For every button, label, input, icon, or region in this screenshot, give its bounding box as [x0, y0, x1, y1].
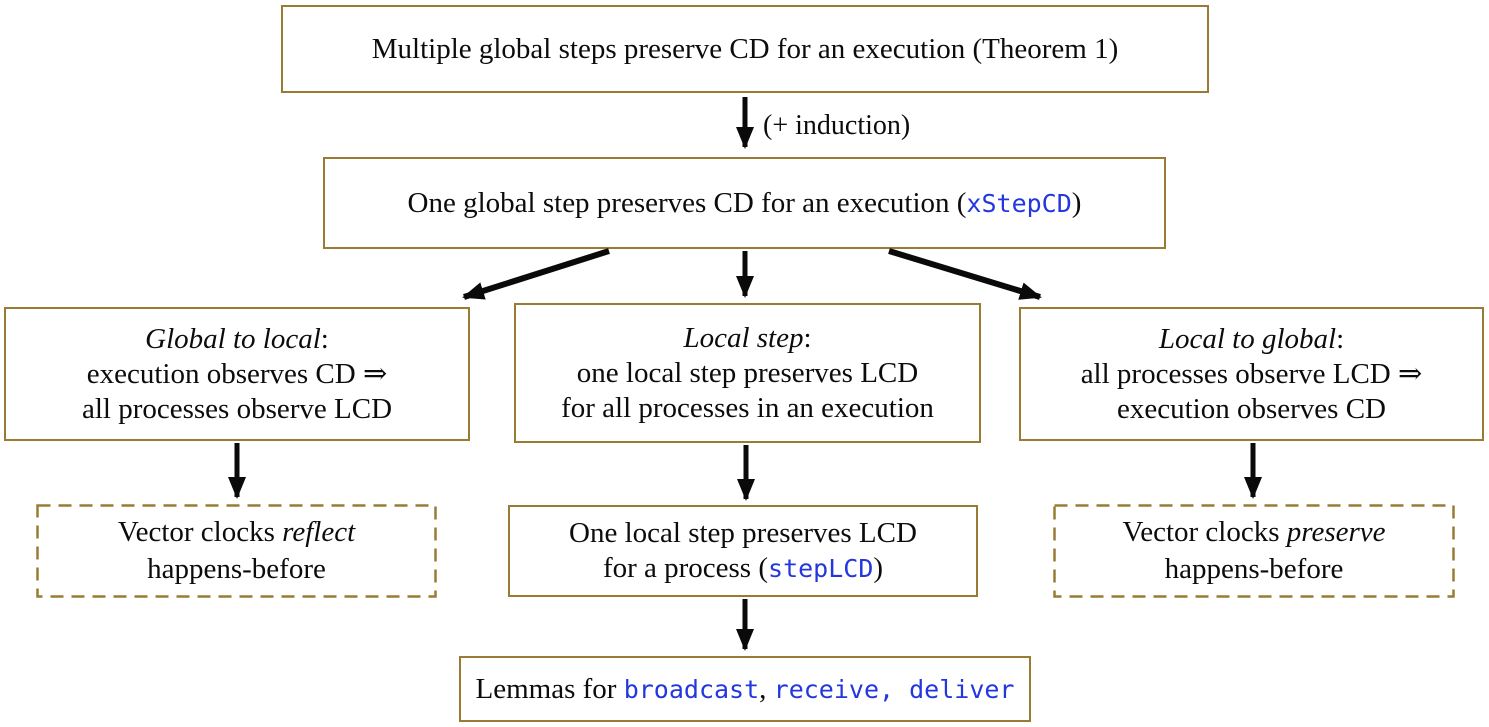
- node-vc-reflect-line2: happens-before: [147, 553, 326, 585]
- node-local-to-global-head: Local to global: [1158, 322, 1337, 355]
- node-lemmas-sep: ,: [759, 672, 774, 705]
- node-global-to-local-line2: execution observes CD ⇒: [86, 357, 388, 390]
- node-step-lcd: One local step preserves LCD for a proce…: [508, 505, 978, 597]
- node-local-step-heading: Local step:: [683, 321, 811, 356]
- node-xstepcd: One global step preserves CD for an exec…: [323, 157, 1166, 249]
- node-lemmas-code-receive-deliver: receive, deliver: [773, 674, 1015, 704]
- node-vc-reflect-line1: Vector clocks reflect: [118, 514, 355, 551]
- edge-xstepcd-to-local-to-global: [888, 248, 1042, 300]
- node-local-step-colon: :: [803, 321, 812, 354]
- node-global-to-local-head: Global to local: [145, 322, 321, 355]
- node-theorem1-text: Multiple global steps preserve CD for an…: [371, 32, 1119, 65]
- node-local-to-global-colon: :: [1336, 322, 1345, 355]
- node-lemmas: Lemmas for broadcast, receive, deliver: [459, 656, 1031, 722]
- node-local-to-global: Local to global: all processes observe L…: [1019, 307, 1484, 441]
- node-xstepcd-code: xStepCD: [966, 188, 1072, 218]
- node-local-to-global-line3: execution observes CD: [1117, 392, 1386, 425]
- node-lemmas-text: Lemmas for broadcast, receive, deliver: [476, 672, 1015, 707]
- dashed-border: [1053, 504, 1455, 598]
- induction-edge-label: (+ induction): [763, 110, 911, 141]
- node-local-step-line3: for all processes in an execution: [561, 391, 934, 424]
- node-vc-preserve-em: preserve: [1286, 516, 1386, 548]
- node-xstepcd-text: One global step preserves CD for an exec…: [408, 186, 1082, 221]
- node-theorem1: Multiple global steps preserve CD for an…: [281, 5, 1209, 93]
- node-lemmas-pre: Lemmas for: [475, 672, 624, 705]
- node-global-to-local: Global to local: execution observes CD ⇒…: [4, 307, 470, 441]
- node-local-to-global-line2: all processes observe LCD ⇒: [1080, 357, 1423, 390]
- node-step-lcd-line1: One local step preserves LCD: [569, 517, 917, 549]
- node-vc-preserve-pre: Vector clocks: [1122, 516, 1287, 548]
- node-local-step-line2: one local step preserves LCD: [576, 356, 919, 389]
- node-vc-preserve-line2: happens-before: [1164, 553, 1344, 585]
- node-step-lcd-code: stepLCD: [768, 554, 874, 583]
- node-local-step-head: Local step: [683, 321, 804, 354]
- node-step-lcd-post: ): [873, 552, 884, 584]
- node-lemmas-code-broadcast: broadcast: [623, 674, 760, 704]
- node-local-step: Local step: one local step preserves LCD…: [514, 303, 981, 443]
- node-vc-reflect-em: reflect: [282, 516, 356, 548]
- node-xstepcd-post: ): [1071, 186, 1082, 219]
- node-global-to-local-colon: :: [320, 322, 329, 355]
- node-global-to-local-line3: all processes observe LCD: [81, 392, 393, 425]
- node-vc-preserve-line1: Vector clocks preserve: [1122, 514, 1385, 551]
- node-global-to-local-heading: Global to local:: [145, 322, 329, 357]
- dashed-border: [36, 504, 437, 598]
- node-step-lcd-pre: for a process (: [602, 552, 769, 584]
- node-vc-reflect: Vector clocks reflect happens-before: [36, 504, 437, 598]
- node-local-to-global-heading: Local to global:: [1159, 322, 1344, 357]
- node-step-lcd-line2: for a process (stepLCD): [603, 551, 883, 586]
- node-vc-reflect-pre: Vector clocks: [117, 516, 283, 548]
- node-xstepcd-pre: One global step preserves CD for an exec…: [407, 186, 967, 219]
- edge-xstepcd-to-global-to-local: [462, 248, 610, 300]
- node-vc-preserve: Vector clocks preserve happens-before: [1053, 504, 1455, 598]
